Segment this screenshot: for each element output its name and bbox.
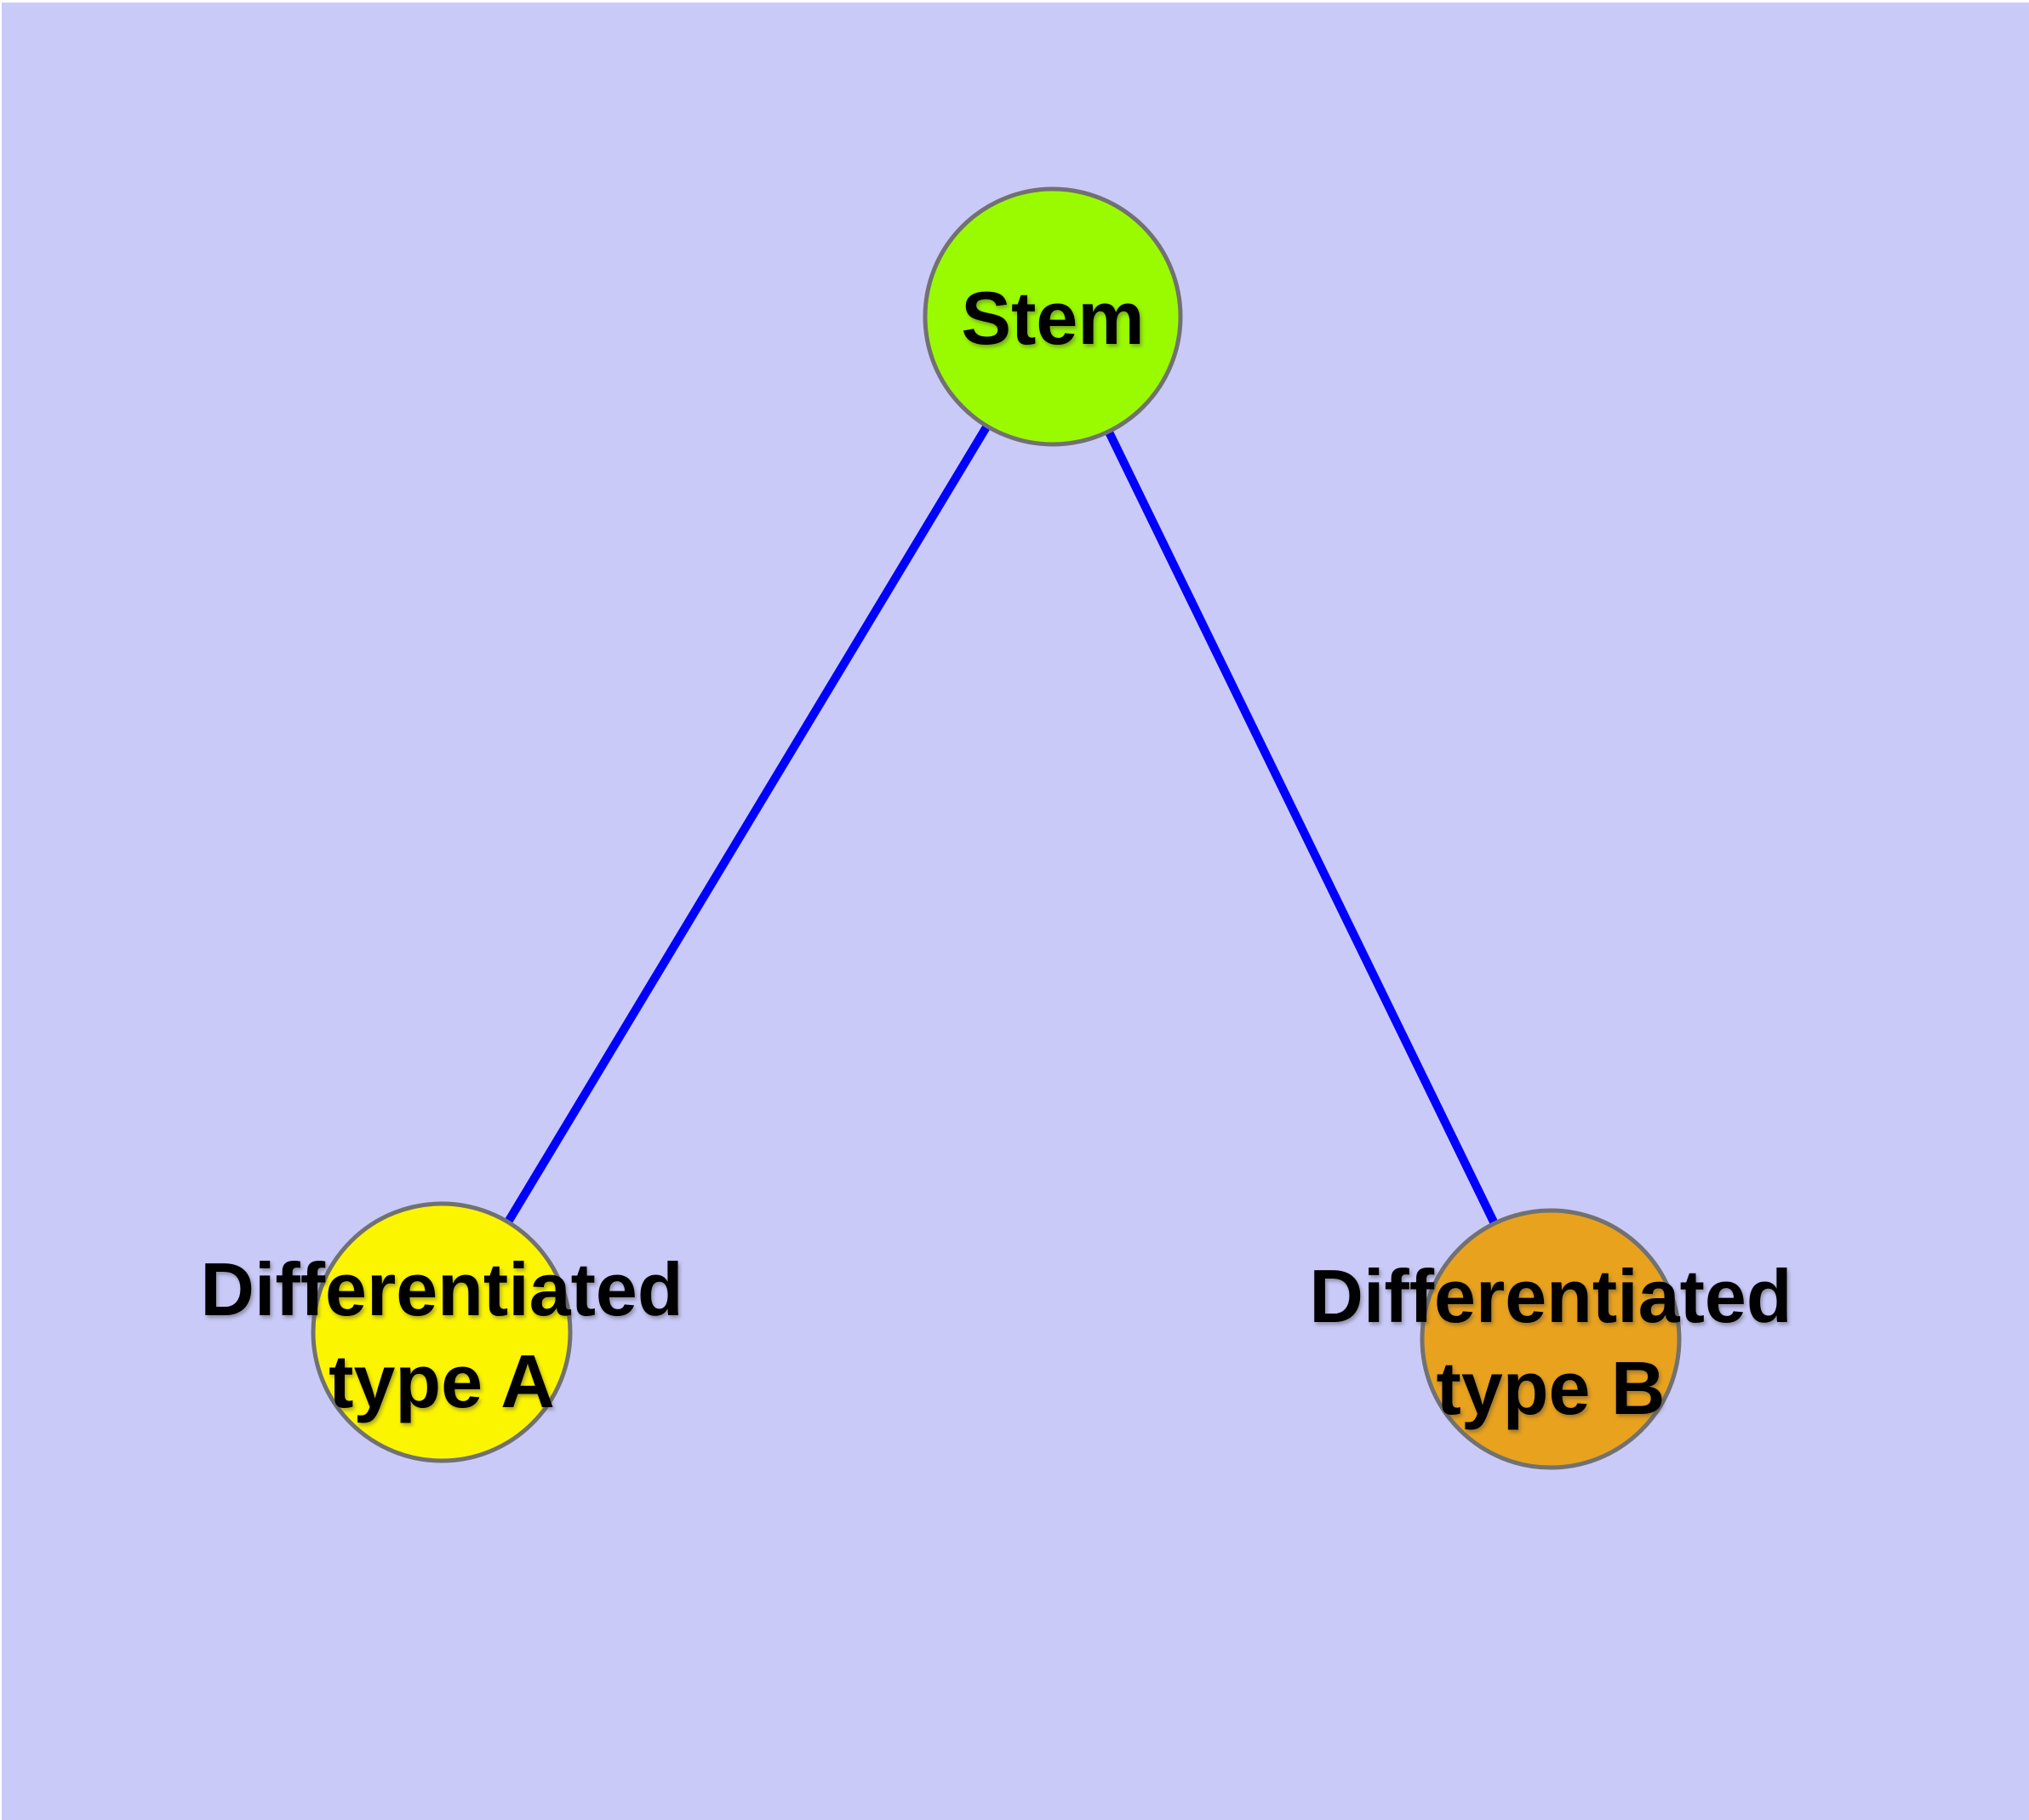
edge-stem-to-type-b [1049, 314, 1555, 1342]
node-stem [923, 186, 1183, 447]
node-label-type-b-line2: type B [1437, 1346, 1666, 1430]
node-layer [311, 186, 1682, 1470]
node-label-type-b-line1: Differentiated [1309, 1254, 1792, 1338]
edge-stem-to-type-a [437, 314, 1057, 1335]
label-layer: Stem Differentiated type A Differentiate… [200, 276, 1792, 1430]
node-differentiated-type-a [311, 1201, 573, 1463]
edge-layer [437, 314, 1555, 1342]
node-label-type-a-line1: Differentiated [200, 1247, 683, 1331]
node-label-type-a-line2: type A [329, 1339, 555, 1423]
node-differentiated-type-b [1420, 1208, 1682, 1470]
node-label-stem: Stem [961, 276, 1144, 360]
